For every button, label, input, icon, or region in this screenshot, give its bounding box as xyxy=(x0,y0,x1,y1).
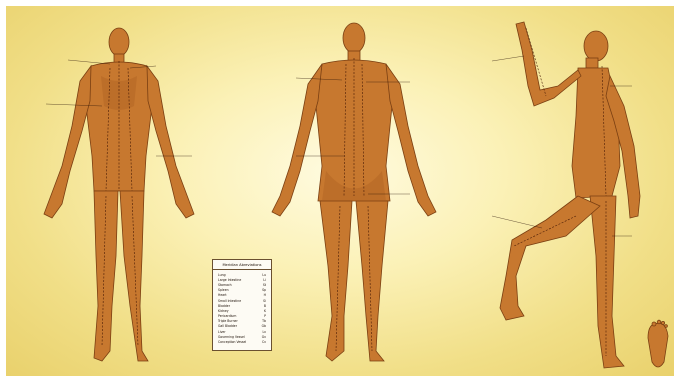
toe-3 xyxy=(661,321,664,324)
side-bent-leg xyxy=(500,196,600,320)
front-right-arm xyxy=(147,66,194,218)
foot-sole-shape xyxy=(648,323,668,367)
figures-svg xyxy=(6,6,674,376)
back-right-leg xyxy=(356,201,388,361)
side-head xyxy=(584,31,608,61)
side-raised-arm xyxy=(516,22,581,106)
front-head xyxy=(109,28,129,56)
back-left-leg xyxy=(320,201,352,361)
toe-1 xyxy=(652,322,656,326)
foot-sole xyxy=(648,320,668,367)
back-head xyxy=(343,23,365,53)
side-figure xyxy=(500,22,640,368)
side-neck xyxy=(586,58,598,68)
back-right-arm xyxy=(386,64,436,216)
legend-title: Meridian Abreviations xyxy=(213,263,271,270)
front-figure xyxy=(44,28,194,361)
front-left-arm xyxy=(44,66,91,218)
front-right-leg xyxy=(120,191,148,361)
toe-2 xyxy=(657,320,661,324)
front-left-leg xyxy=(94,191,118,361)
toe-4 xyxy=(665,325,668,328)
side-standing-leg xyxy=(590,196,624,368)
back-left-arm xyxy=(272,64,322,216)
back-figure xyxy=(272,23,436,361)
